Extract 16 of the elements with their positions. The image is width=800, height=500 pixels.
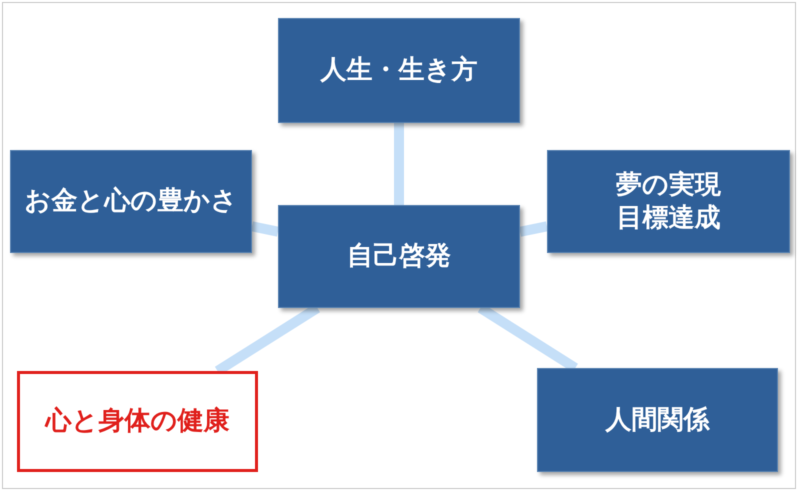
node-label: お金と心の豊かさ [24, 185, 238, 218]
topic-box [537, 368, 778, 472]
connector-line [250, 221, 280, 237]
node-label: 自己啓発 [347, 240, 451, 273]
topic-box [10, 150, 252, 253]
topic-box [547, 150, 790, 253]
node-label: 人間関係 [606, 404, 710, 436]
topic-box [278, 205, 520, 308]
node-label: 目標達成 [616, 202, 720, 234]
node-label: 人生・生き方 [320, 54, 478, 87]
connector-line [394, 123, 404, 205]
connector-line [519, 221, 548, 237]
node-label: 夢の実現 [616, 169, 721, 202]
highlight-box [17, 371, 258, 472]
topic-box [278, 18, 520, 123]
node-label: 心と身体の健康 [46, 405, 230, 438]
